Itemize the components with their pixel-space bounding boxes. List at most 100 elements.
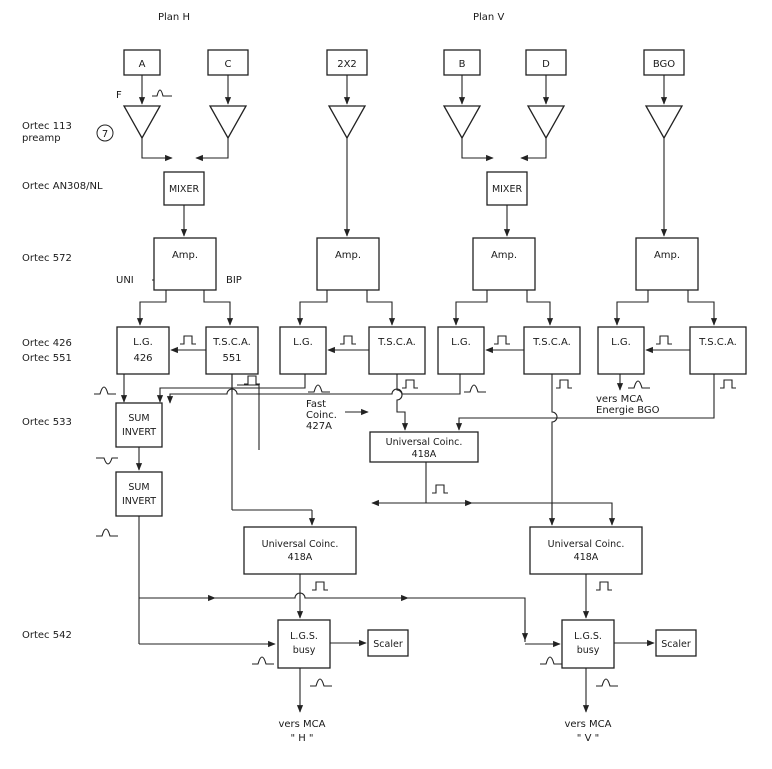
sum-invert-1-line2: INVERT [122, 427, 156, 438]
detector-bgo-label: BGO [653, 59, 675, 70]
label-bip: BIP [226, 275, 242, 286]
detector-2x2-box [326, 49, 368, 76]
amp-v-label: Amp. [491, 250, 517, 261]
coinc-v-line2: 418A [574, 552, 599, 563]
bgo-out-line1: vers MCA [596, 394, 643, 405]
lg-2x2-label: L.G. [293, 337, 313, 348]
preamps [122, 105, 684, 140]
amp-2x2-label: Amp. [335, 250, 361, 261]
wiring [120, 75, 718, 713]
tsca-bgo-label: T.S.C.A. [698, 337, 737, 348]
preamp-2x2 [327, 105, 367, 140]
lgs-h-line1: L.G.S. [290, 631, 318, 642]
lg-v-box [437, 326, 485, 375]
lgs-h-box [277, 619, 331, 669]
detector-a-box [123, 49, 161, 76]
label-ortec-113: Ortec 113 [22, 121, 72, 132]
coinc-v-line1: Universal Coinc. [548, 539, 625, 550]
amp-bgo-label: Amp. [654, 250, 680, 261]
coinc-middle-line2: 418A [412, 449, 437, 460]
label-ortec-426: Ortec 426 [22, 338, 72, 349]
amp-v-box [472, 237, 536, 291]
label-f: F [116, 90, 122, 101]
lgs-v-box [561, 619, 615, 669]
lg-bgo-box [597, 326, 645, 375]
coinc-v-box [529, 526, 643, 575]
lg-bgo-label: L.G. [611, 337, 631, 348]
tsca-h-box [205, 326, 259, 375]
lgs-h-line2: busy [293, 645, 316, 656]
sum-invert-2-line2: INVERT [122, 496, 156, 507]
scaler-h-label: Scaler [373, 639, 403, 650]
sum-invert-2-line1: SUM [128, 482, 149, 493]
preamp-bgo [644, 105, 684, 140]
scaler-v-label: Scaler [661, 639, 691, 650]
mixer-v-label: MIXER [492, 184, 523, 195]
lg-h-box [116, 326, 170, 375]
preamp-c [208, 105, 248, 140]
detector-a-label: A [139, 59, 146, 70]
tsca-h-number: 551 [222, 353, 241, 364]
mixer-h-box [163, 171, 205, 206]
circle-seven-label: 7 [102, 129, 108, 140]
detector-c-label: C [225, 59, 232, 70]
coinc-middle-box [369, 431, 479, 463]
scaler-h-box [367, 629, 409, 657]
label-ortec-542: Ortec 542 [22, 630, 72, 641]
out-v-line1: vers MCA [564, 719, 611, 730]
out-h-line2: " H " [290, 733, 313, 744]
tsca-h-label: T.S.C.A. [212, 337, 251, 348]
detector-c-box [207, 49, 249, 76]
preamp-d [526, 105, 566, 140]
label-ortec-551: Ortec 551 [22, 353, 72, 364]
label-ortec-an308: Ortec AN308/NL [22, 181, 103, 192]
tsca-v-box [523, 326, 581, 375]
tsca-2x2-label: T.S.C.A. [377, 337, 416, 348]
sum-invert-1-line1: SUM [128, 413, 149, 424]
circle-seven [96, 124, 114, 142]
tsca-bgo-box [689, 326, 747, 375]
fast-coinc-line2: Coinc. [306, 410, 337, 421]
fast-coinc-line3: 427A [306, 421, 332, 432]
tsca-v-label: T.S.C.A. [532, 337, 571, 348]
scaler-v-box [655, 629, 697, 657]
lgs-v-line2: busy [577, 645, 600, 656]
coinc-h-line1: Universal Coinc. [262, 539, 339, 550]
label-preamp: preamp [22, 133, 61, 144]
lgs-v-line1: L.G.S. [574, 631, 602, 642]
mixer-v-box [486, 171, 528, 206]
detector-b-box [443, 49, 481, 76]
preamp-b [442, 105, 482, 140]
detector-d-box [525, 49, 567, 76]
detectors: A C 2X2 B D BGO [123, 49, 685, 76]
coinc-h-line2: 418A [288, 552, 313, 563]
header-plan-v: Plan V [473, 12, 504, 23]
lg-h-number: 426 [133, 353, 152, 364]
label-uni: UNI [116, 275, 134, 286]
lg-h-label: L.G. [133, 337, 153, 348]
lg-2x2-box [279, 326, 327, 375]
fast-coinc-line1: Fast [306, 399, 326, 410]
sum-invert-1-box [115, 402, 163, 448]
amp-2x2-box [316, 237, 380, 291]
amp-h-box [153, 237, 217, 291]
tsca-2x2-box [368, 326, 426, 375]
detector-bgo-box [643, 49, 685, 76]
header-plan-h: Plan H [158, 12, 190, 23]
label-ortec-533: Ortec 533 [22, 417, 72, 428]
mixer-h-label: MIXER [169, 184, 200, 195]
detector-b-label: B [459, 59, 466, 70]
amp-h-label: Amp. [172, 250, 198, 261]
out-h-line1: vers MCA [278, 719, 325, 730]
amp-bgo-box [635, 237, 699, 291]
out-v-line2: " V " [577, 733, 599, 744]
label-ortec-572: Ortec 572 [22, 253, 72, 264]
lg-v-label: L.G. [451, 337, 471, 348]
sum-invert-2-box [115, 471, 163, 517]
preamp-a [122, 105, 162, 140]
bgo-out-line2: Energie BGO [596, 405, 660, 416]
detector-2x2-label: 2X2 [337, 59, 357, 70]
coinc-middle-line1: Universal Coinc. [386, 437, 463, 448]
coinc-h-box [243, 526, 357, 575]
